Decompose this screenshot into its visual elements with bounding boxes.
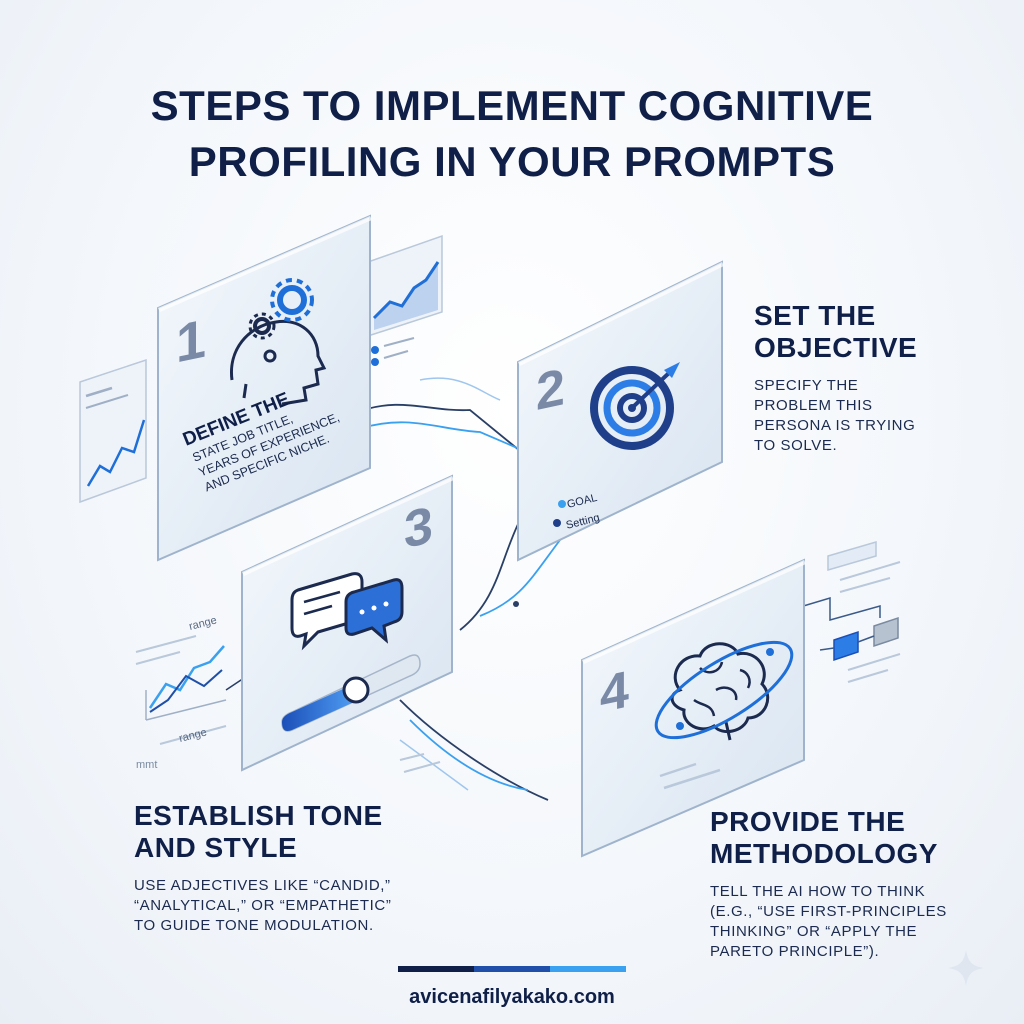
sparkle-icon	[948, 950, 984, 986]
step-3-desc-line-3: TO GUIDE TONE MODULATION.	[134, 917, 374, 934]
step-3-description: USE ADJECTIVES LIKE “CANDID,” “ANALYTICA…	[134, 876, 391, 936]
step-3-desc-line-2: “ANALYTICAL,” OR “EMPATHETIC”	[134, 897, 392, 914]
range-label-top: range	[188, 614, 218, 632]
step-2-desc-line-2: PROBLEM THIS	[754, 397, 873, 414]
step-4-description: TELL THE AI HOW TO THINK (E.G., “USE FIR…	[710, 882, 947, 962]
step-4-text: PROVIDE THE METHODOLOGY TELL THE AI HOW …	[710, 806, 947, 962]
head-gears-icon	[230, 278, 327, 406]
footer-accent-bar	[398, 966, 626, 972]
brain-orbit-icon	[654, 640, 794, 741]
footer-url[interactable]: avicenafilyakako.com	[409, 986, 615, 1008]
page-title-line-2: PROFILING IN YOUR PROMPTS	[188, 138, 836, 185]
step-2-text: SET THE OBJECTIVE SPECIFY THE PROBLEM TH…	[754, 300, 917, 456]
step-3-text: ESTABLISH TONE AND STYLE USE ADJECTIVES …	[134, 800, 391, 936]
target-icon	[590, 362, 680, 450]
step-3-desc-line-1: USE ADJECTIVES LIKE “CANDID,”	[134, 877, 391, 894]
mini-chart-left	[79, 358, 147, 504]
step-2-desc-line-1: SPECIFY THE	[754, 377, 859, 394]
step-2-heading-line-1: SET THE	[754, 300, 876, 331]
page-title: STEPS TO IMPLEMENT COGNITIVE PROFILING I…	[0, 78, 1024, 190]
step-2-heading-line-2: OBJECTIVE	[754, 332, 918, 363]
step-2-description: SPECIFY THE PROBLEM THIS PERSONA IS TRYI…	[754, 376, 917, 456]
step-4-desc-line-1: TELL THE AI HOW TO THINK	[710, 883, 926, 900]
step-3-number: 3	[404, 496, 433, 560]
step-4-heading: PROVIDE THE METHODOLOGY	[710, 806, 947, 870]
page-title-line-1: STEPS TO IMPLEMENT COGNITIVE	[150, 82, 874, 129]
step-4-number: 4	[600, 660, 629, 724]
chat-bubbles-icon	[290, 572, 404, 651]
goal-setting-list	[553, 500, 566, 527]
step-2-heading: SET THE OBJECTIVE	[754, 300, 917, 364]
mini-chart-bottom-left	[135, 635, 227, 745]
step-4-heading-line-2: METHODOLOGY	[710, 838, 938, 869]
step-3-heading-line-2: AND STYLE	[134, 832, 298, 863]
mini-chart-right	[789, 541, 901, 683]
step-4-panel-lines	[659, 762, 721, 790]
step-3-heading-line-1: ESTABLISH TONE	[134, 800, 383, 831]
step-2-desc-line-4: TO SOLVE.	[754, 437, 838, 454]
step-4-desc-line-3: THINKING” OR “APPLY THE	[710, 923, 918, 940]
step-1-number: 1	[176, 308, 206, 375]
tone-slider	[281, 654, 421, 732]
connector-lines	[225, 377, 791, 801]
range-label-bottom: range	[178, 726, 208, 744]
step-1-panel	[157, 214, 372, 562]
step-4-desc-line-2: (E.G., “USE FIRST-PRINCIPLES	[710, 903, 947, 920]
step-4-desc-line-4: PARETO PRINCIPLE”).	[710, 943, 880, 960]
step-2-desc-line-3: PERSONA IS TRYING	[754, 417, 916, 434]
step-4-panel	[581, 558, 806, 858]
mmt-label: mmt	[136, 759, 157, 771]
step-2-number: 2	[536, 357, 565, 421]
step-4-heading-line-1: PROVIDE THE	[710, 806, 906, 837]
step-3-heading: ESTABLISH TONE AND STYLE	[134, 800, 391, 864]
mini-chart-top	[367, 234, 443, 366]
